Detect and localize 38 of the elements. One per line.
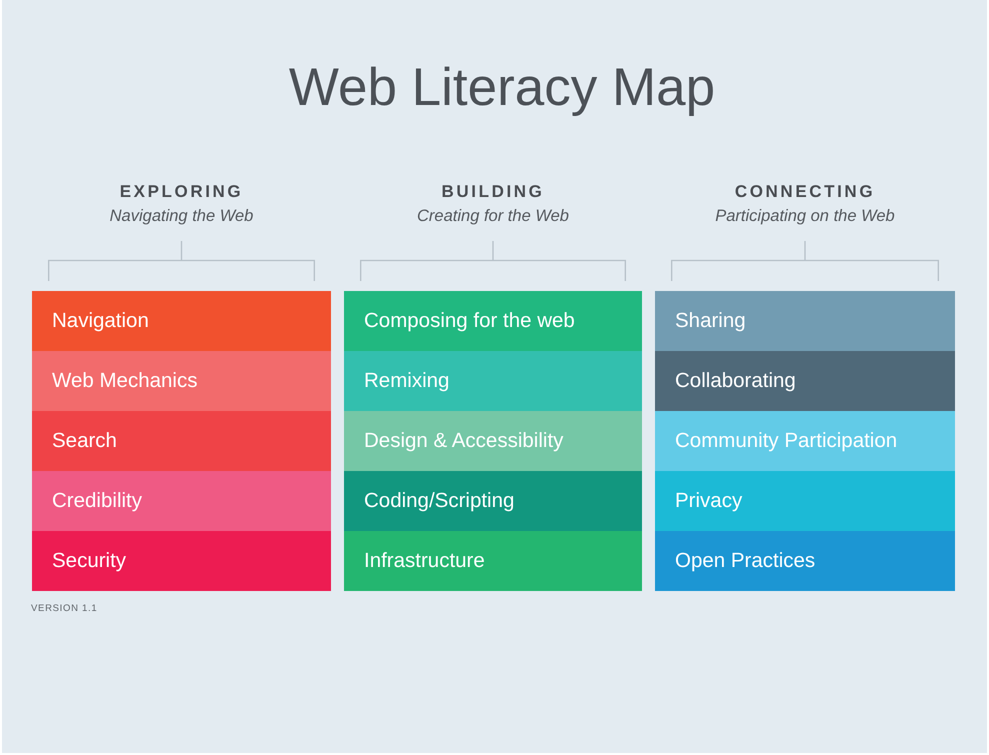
category-subtitle: Creating for the Web [417,206,569,227]
skill-band [655,531,955,591]
skill-label: Privacy [675,488,742,514]
skill-label: Security [52,548,126,574]
skill-band [655,291,955,351]
skill-label: Sharing [675,308,746,334]
skill-band [32,531,331,591]
skill-label: Infrastructure [364,548,485,574]
skill-label: Community Participation [675,428,898,454]
skill-band [32,291,331,351]
skill-label: Open Practices [675,548,816,574]
skill-band [655,411,955,471]
category-heading: BUILDING [442,181,544,203]
version-note: VERSION 1.1 [31,603,98,615]
category-heading: EXPLORING [120,181,244,203]
skill-label: Composing for the web [364,308,575,334]
skill-band [32,471,331,531]
category-subtitle: Participating on the Web [715,206,895,227]
diagram-title: Web Literacy Map [288,57,716,119]
skill-label: Web Mechanics [52,368,198,394]
skill-label: Coding/Scripting [364,488,514,514]
skill-band [32,411,331,471]
skill-band [655,351,955,411]
skill-band [344,411,642,471]
skill-band [32,351,331,411]
skill-label: Remixing [364,368,450,394]
skill-label: Navigation [52,308,149,334]
skill-band [344,471,642,531]
category-heading: CONNECTING [734,181,876,203]
skill-label: Credibility [52,488,142,514]
skill-label: Search [52,428,117,454]
skill-band [344,291,642,351]
skill-band [655,471,955,531]
skill-label: Design & Accessibility [364,428,564,454]
category-subtitle: Navigating the Web [110,206,254,227]
skill-band [344,531,642,591]
skill-label: Collaborating [675,368,796,394]
skill-band [344,351,642,411]
